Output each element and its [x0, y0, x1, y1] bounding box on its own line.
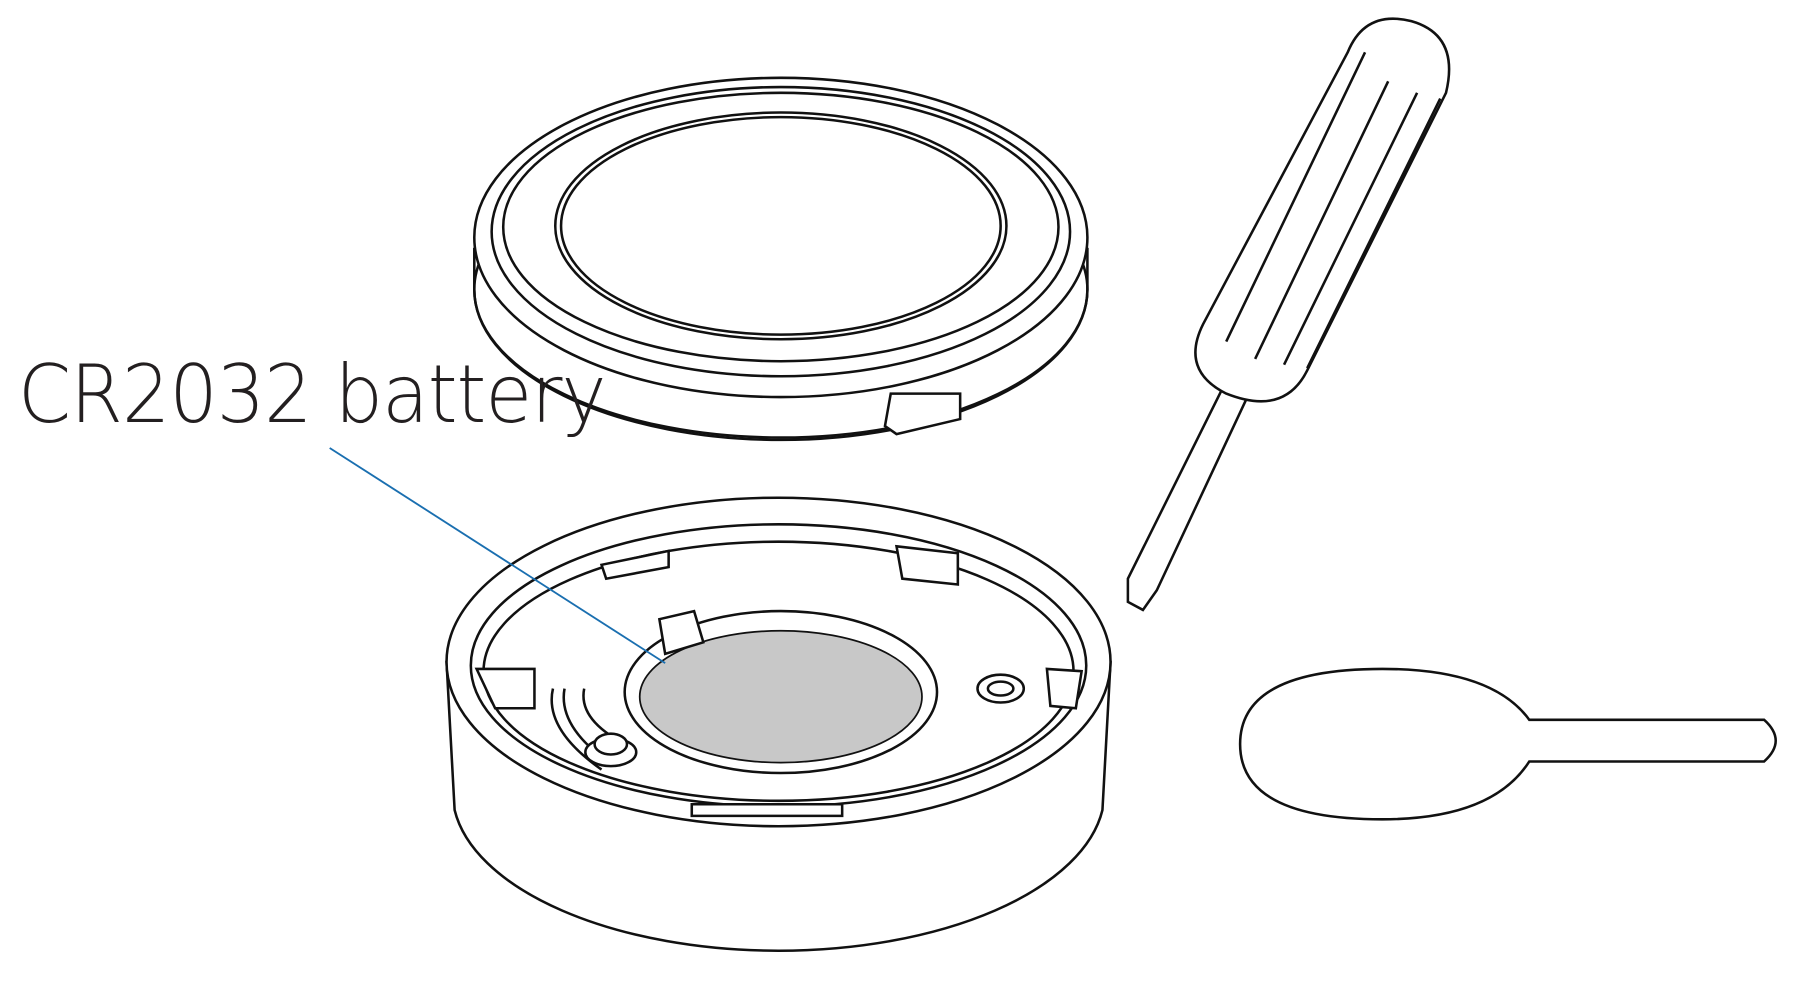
lid-tab: [883, 392, 962, 436]
battery-callout-label: CR2032 battery: [18, 348, 606, 441]
device-base: [445, 496, 1112, 952]
screwdriver-icon: [1126, 17, 1451, 612]
device-lid: [473, 76, 1089, 442]
cr2032-battery: [638, 629, 923, 764]
callout-leader-line: [329, 447, 666, 664]
hole: [976, 673, 1026, 704]
opening-tool-icon: [1238, 667, 1777, 821]
